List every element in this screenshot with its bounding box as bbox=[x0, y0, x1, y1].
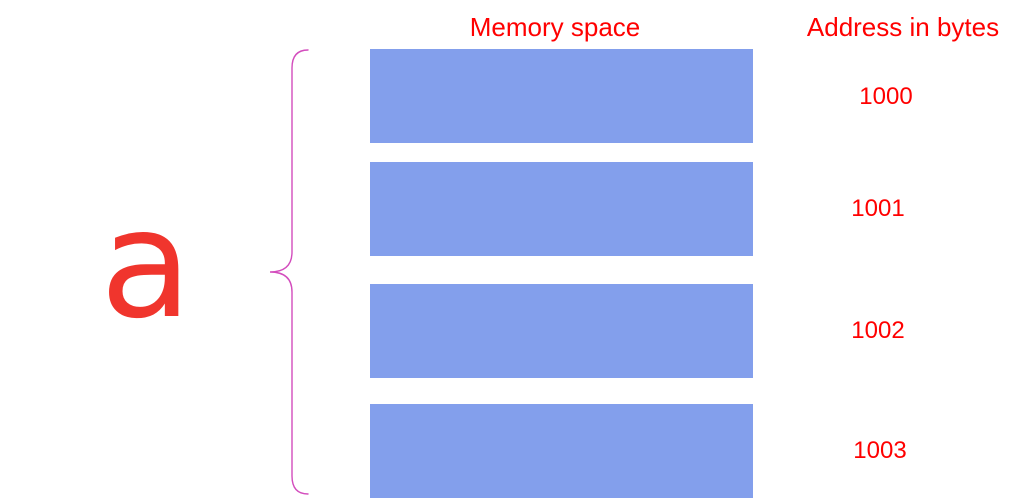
memory-cell-1002 bbox=[370, 284, 753, 378]
brace-path bbox=[269, 49, 309, 495]
memory-cell-1001 bbox=[370, 162, 753, 256]
memory-space-heading: Memory space bbox=[469, 12, 641, 42]
address-label-1003: 1003 bbox=[853, 437, 907, 464]
address-label-1001: 1001 bbox=[851, 195, 905, 222]
memory-cell-1003 bbox=[370, 404, 753, 498]
memory-cell-1000 bbox=[370, 49, 753, 143]
address-label-1000: 1000 bbox=[859, 83, 913, 110]
address-heading: Address in bytes bbox=[806, 12, 1000, 42]
curly-brace-icon bbox=[269, 49, 309, 495]
variable-name-label: a bbox=[100, 178, 192, 352]
address-label-1002: 1002 bbox=[851, 317, 905, 344]
